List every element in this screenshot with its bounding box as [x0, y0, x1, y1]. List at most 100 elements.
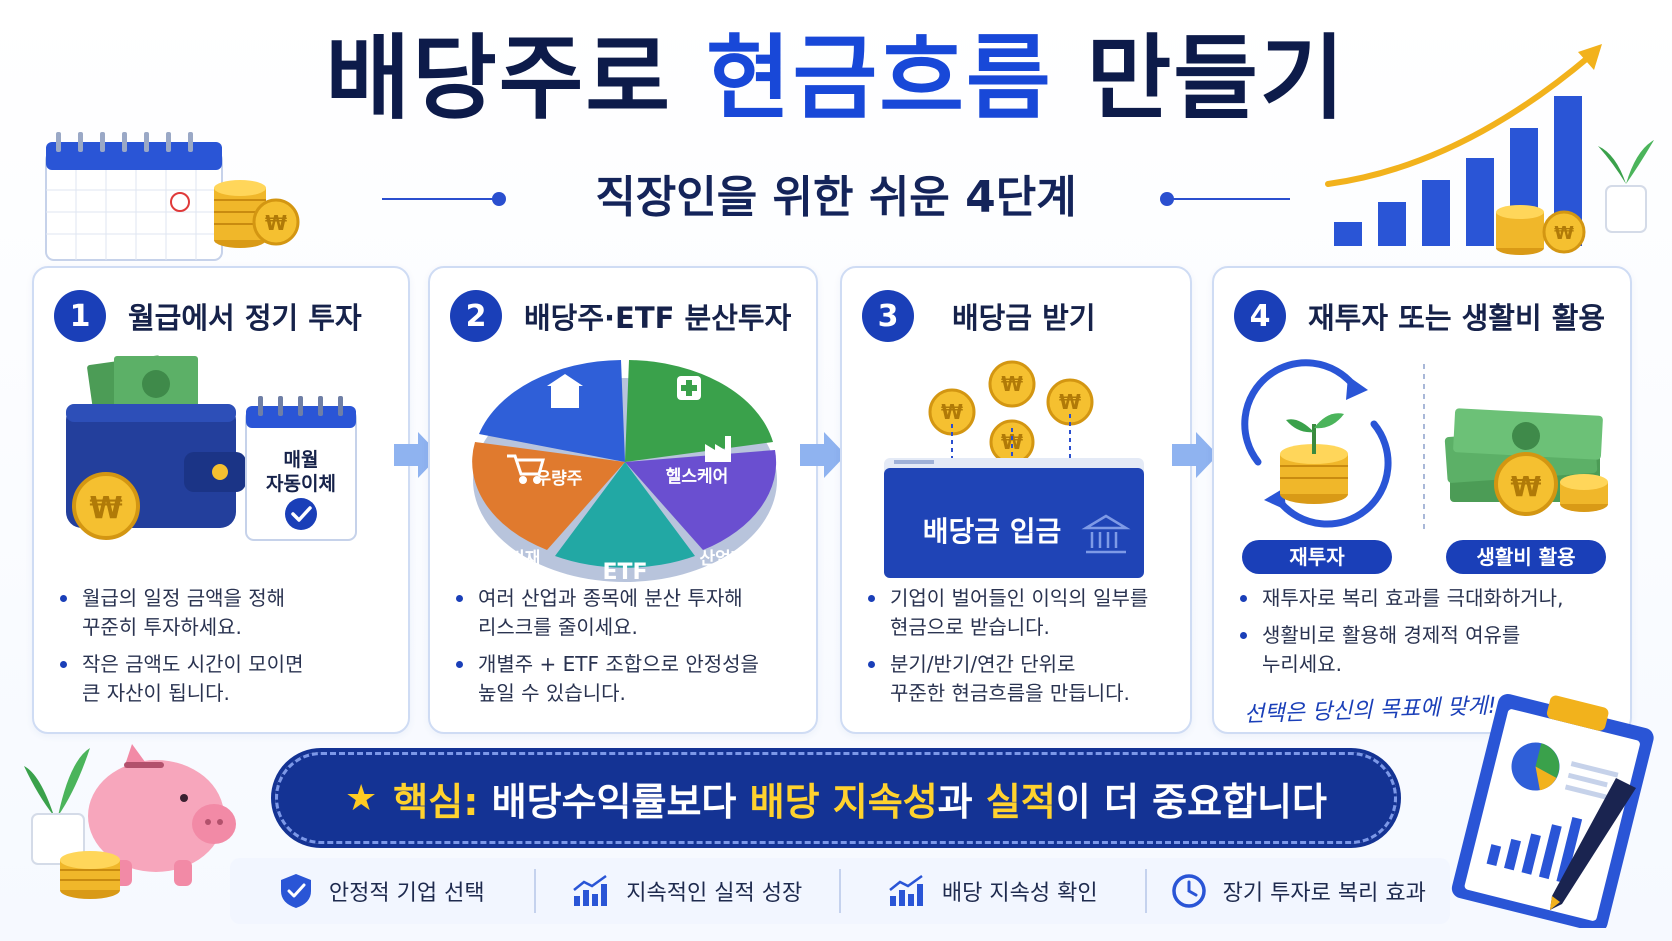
svg-text:₩: ₩ [1554, 223, 1574, 244]
won-coin-icon: ₩ [72, 472, 140, 540]
pie-label-consumer: 소비재 [493, 549, 541, 569]
step-card-4: 4 재투자 또는 생활비 활용 ₩ [1212, 266, 1632, 734]
arrow-right-icon [800, 432, 846, 478]
key-part3: 이 더 중요합니다 [1055, 779, 1327, 824]
tip-item: 배당 지속성 확인 [839, 869, 1145, 913]
pie-slice-green [625, 360, 773, 462]
plant-icon [1598, 140, 1654, 233]
falling-coins: ₩₩₩₩ [928, 360, 1094, 465]
living-expense-pill: 생활비 활용 [1446, 540, 1606, 574]
won-symbol: ₩ [941, 400, 963, 424]
calendar-icon [245, 396, 357, 541]
reinvest-living-illustration: ₩ [1241, 359, 1608, 534]
calendar-label-line1: 매월 [283, 449, 319, 471]
piggy-bank-icon [88, 744, 236, 886]
subtitle-dot-right [1160, 192, 1174, 206]
tip-label: 장기 투자로 복리 효과 [1222, 881, 1426, 906]
wallet-calendar-illustration: ₩ [66, 355, 357, 541]
step-number: 3 [862, 290, 914, 342]
shield-check-icon [280, 874, 311, 908]
pie-slice-teal [555, 462, 695, 568]
step-header: 2 배당주·ETF 분산투자 [450, 288, 791, 344]
piggy-bank-illustration [24, 744, 236, 899]
subtitle: 직장인을 위한 쉬운 4단계 [595, 172, 1077, 223]
step-bullets: 여러 산업과 종목에 분산 투자해 리스크를 줄이세요. 개별주 + ETF 조… [452, 584, 802, 716]
title-part2: 현금흐름 [706, 25, 1053, 132]
step-card-2: 2 배당주·ETF 분산투자 우량주 헬스 [428, 266, 818, 734]
pie-chart-icon [1511, 742, 1560, 791]
bullet-item: 여러 산업과 종목에 분산 투자해 리스크를 줄이세요. [452, 584, 802, 642]
title-part1: 배당주로 [325, 25, 672, 132]
building-icon [547, 374, 583, 408]
calendar-coins-illustration: ₩ [45, 132, 300, 261]
step-bullets: 기업이 벌어들인 이익의 일부를 현금으로 받습니다. 분기/반기/연간 단위로… [864, 584, 1176, 716]
sector-pie-illustration [472, 360, 777, 582]
calendar-label: 매월 자동이체 [246, 448, 356, 496]
key-highlight2: 실적 [985, 779, 1056, 824]
arrow-up-icon [1325, 44, 1602, 187]
clipboard-icon [1451, 693, 1654, 928]
bullet-item: 분기/반기/연간 단위로 꾸준한 현금흐름을 만듭니다. [864, 650, 1176, 708]
tip-label: 배당 지속성 확인 [941, 881, 1098, 906]
star-icon: ★ [345, 777, 378, 819]
pie-label-healthcare: 헬스케어 [665, 467, 729, 487]
svg-text:₩: ₩ [265, 211, 287, 235]
step-number: 4 [1234, 290, 1286, 342]
subtitle-line-left [382, 198, 498, 200]
growth-chart-icon [573, 874, 608, 906]
tip-label: 안정적 기업 선택 [328, 881, 485, 906]
won-symbol: ₩ [1059, 390, 1081, 414]
bullet-item: 월급의 일정 금액을 정해 꾸준히 투자하세요. [56, 584, 394, 642]
clock-icon [1171, 874, 1206, 908]
step-card-1: 1 월급에서 정기 투자 ₩ [32, 266, 410, 734]
tip-item: 장기 투자로 복리 효과 [1144, 869, 1451, 913]
pie-slice-orange [472, 442, 625, 550]
won-coin-icon [988, 360, 1036, 408]
deposit-label: 배당금 입금 [922, 515, 1062, 548]
pie-slice-purple [625, 450, 777, 550]
bar-chart-icon [1486, 816, 1583, 884]
pie-slice-blue [479, 360, 625, 462]
tip-item: 지속적인 실적 성장 [533, 869, 840, 913]
coin-stack-icon: ₩ [214, 180, 300, 248]
svg-text:₩: ₩ [1511, 470, 1542, 503]
step-title: 배당금 받기 [952, 301, 1096, 335]
step-title: 배당주·ETF 분산투자 [524, 301, 792, 335]
bullet-item: 작은 금액도 시간이 모이면 큰 자산이 됩니다. [56, 650, 394, 708]
key-message-box: ★ 핵심: 배당수익률보다 배당 지속성과 실적이 더 중요합니다 [271, 748, 1401, 848]
reinvest-pill: 재투자 [1242, 540, 1392, 574]
key-part1: 배당수익률보다 [491, 779, 737, 824]
step-header: 1 월급에서 정기 투자 [54, 288, 362, 344]
bar-chart-icon [1334, 96, 1582, 246]
bank-card-icon [884, 458, 1144, 578]
title-part3: 만들기 [1086, 25, 1347, 132]
won-coin-icon: ₩ [1494, 452, 1608, 516]
growth-chart-icon [889, 874, 923, 906]
cash-icon [87, 355, 198, 417]
key-message-text: 핵심: 배당수익률보다 배당 지속성과 실적이 더 중요합니다 [393, 771, 1327, 826]
coin-plant-icon [1280, 413, 1348, 504]
step-card-3: 3 배당금 받기 ₩₩₩₩ 배당금 입금 기업이 벌어들인 이익의 일부를 현금… [840, 266, 1192, 734]
step-number: 2 [450, 290, 502, 342]
bullet-item: 재투자로 복리 효과를 극대화하거나, [1236, 584, 1616, 613]
subtitle-line-right [1170, 198, 1290, 200]
tip-item: 안정적 기업 선택 [230, 869, 534, 913]
calendar-icon [45, 132, 223, 261]
factory-icon [705, 436, 731, 462]
clipboard-report-illustration [1451, 693, 1654, 928]
cycle-arrows-icon [1241, 359, 1392, 528]
step-title: 재투자 또는 생활비 활용 [1308, 301, 1606, 335]
medical-cross-icon [677, 376, 701, 400]
tips-bar: 안정적 기업 선택 지속적인 실적 성장 배당 지속성 확인 장기 투자로 복리… [230, 858, 1450, 924]
cart-icon [507, 454, 545, 484]
bank-icon [1081, 514, 1131, 554]
calendar-label-line2: 자동이체 [266, 473, 336, 495]
step-bullets: 월급의 일정 금액을 정해 꾸준히 투자하세요. 작은 금액도 시간이 모이면 … [56, 584, 394, 716]
dividend-deposit-illustration: ₩₩₩₩ [884, 360, 1144, 578]
key-label: 핵심: [393, 779, 479, 824]
won-symbol: ₩ [1001, 372, 1023, 396]
pie-label-etf: ETF [602, 560, 648, 585]
coin-stack-icon [60, 851, 120, 899]
subtitle-dot-left [492, 192, 506, 206]
pie-label-bluechip: 우량주 [535, 469, 583, 489]
